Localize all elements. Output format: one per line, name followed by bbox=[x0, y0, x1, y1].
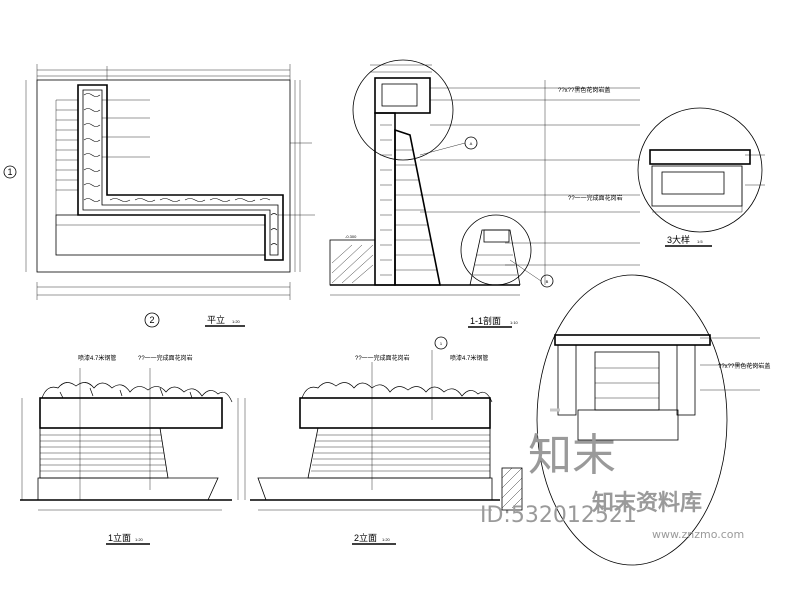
elevation1-view: 喷漆4.7米钢管 ??一一完成面花岗岩 1立面 1:20 bbox=[20, 354, 239, 545]
detail-circle-b bbox=[460, 214, 532, 286]
section-title: 1-1剖面 bbox=[470, 315, 501, 326]
watermark-layer: 知末 知末资料库 ID:532012521 www.znzmo.com bbox=[480, 408, 744, 541]
detail-callout-right: ??x??黑色花岗岩盖 bbox=[718, 362, 770, 370]
plan-scale: 1:20 bbox=[232, 319, 241, 324]
section-scale: 1:10 bbox=[510, 320, 519, 325]
elev2-callout-mid: ??一一完成面花岗岩 bbox=[355, 354, 410, 362]
detail3-scale: 1:5 bbox=[697, 239, 703, 244]
elevation2-view: 1 ??一一完成面花岗岩 喷漆4.7米钢管 2立面 1:20 bbox=[244, 336, 523, 545]
watermark-id: ID:532012521 bbox=[480, 503, 637, 528]
plan-marker-label: 2 bbox=[149, 315, 154, 325]
elev1-title: 1立面 bbox=[108, 532, 131, 543]
elev2-shrubs bbox=[301, 382, 493, 403]
marker-a-label: A bbox=[470, 141, 473, 146]
elev2-title: 2立面 bbox=[354, 532, 377, 543]
elev2-scale: 1:20 bbox=[382, 537, 391, 542]
section-marker-c bbox=[3, 165, 17, 179]
section-view: -0.300 A B ??x??黑色花岗岩盖 ??一一完成面花岗岩 1-1剖面 … bbox=[329, 59, 640, 328]
section-marker-c-label: 1 bbox=[7, 167, 12, 177]
detail3-view: 3大样 1:5 bbox=[637, 107, 765, 247]
elev1-callout-left: 喷漆4.7米钢管 bbox=[78, 354, 116, 362]
detail-circle-a bbox=[352, 59, 454, 161]
detail3-title: 3大样 bbox=[667, 234, 690, 245]
marker-b-label: B bbox=[546, 279, 549, 284]
elev1-scale: 1:20 bbox=[135, 537, 144, 542]
plan-view: 1 2 平立 1:20 bbox=[3, 64, 315, 328]
plant-hatch bbox=[83, 93, 278, 246]
elev2-callout-right: 喷漆4.7米钢管 bbox=[450, 354, 488, 362]
watermark-site-name: 知末资料库 bbox=[592, 490, 702, 516]
large-detail-view: ??x??黑色花岗岩盖 bbox=[536, 274, 770, 566]
plan-title: 平立 bbox=[207, 314, 225, 325]
marker-d-label: 1 bbox=[440, 341, 443, 346]
watermark-url: www.znzmo.com bbox=[652, 528, 744, 541]
plan-marker-circle bbox=[144, 312, 160, 328]
section-callout-top: ??x??黑色花岗岩盖 bbox=[558, 86, 610, 94]
watermark-brand: 知末 bbox=[528, 430, 616, 481]
section-level-mark: -0.300 bbox=[345, 234, 357, 239]
section-callout-mid: ??一一完成面花岗岩 bbox=[568, 194, 623, 202]
elev1-callout-mid: ??一一完成面花岗岩 bbox=[138, 354, 193, 362]
elev1-shrubs bbox=[41, 382, 233, 403]
